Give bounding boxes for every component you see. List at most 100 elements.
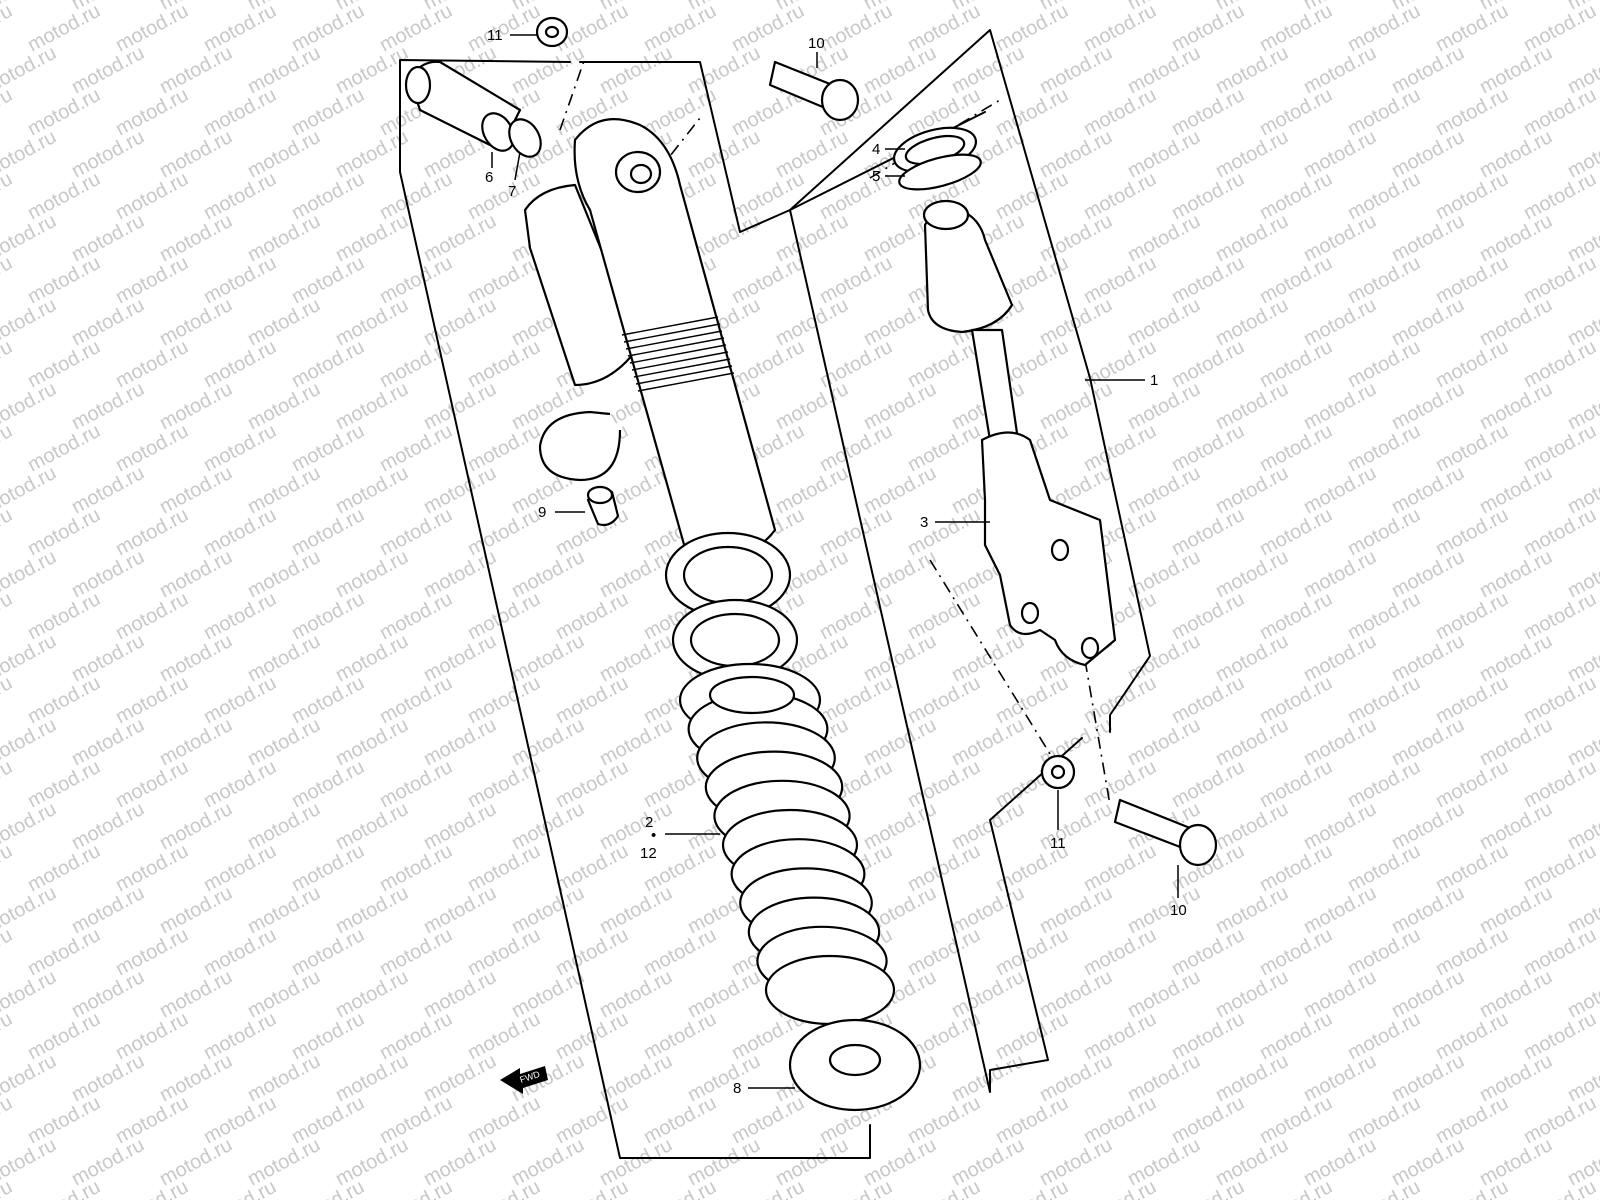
watermark-text: motod.ru bbox=[1124, 210, 1204, 266]
watermark-text: motod.ru bbox=[1520, 840, 1600, 896]
callout-10-bottom: 10 bbox=[1170, 902, 1187, 919]
watermark-text: motod.ru bbox=[1168, 1092, 1248, 1148]
watermark-text: motod.ru bbox=[1256, 420, 1336, 476]
center-lines bbox=[559, 57, 1111, 806]
watermark-text: motod.ru bbox=[904, 924, 984, 980]
watermark-text: motod.ru bbox=[904, 1092, 984, 1148]
watermark-text: motod.ru bbox=[24, 0, 104, 56]
watermark-text: motod.ru bbox=[1212, 966, 1292, 1022]
watermark-text: motod.ru bbox=[992, 1176, 1072, 1200]
watermark-text: motod.ru bbox=[156, 126, 236, 182]
watermark-text: motod.ru bbox=[508, 714, 588, 770]
watermark-text: motod.ru bbox=[1388, 1050, 1468, 1106]
watermark-text: motod.ru bbox=[68, 966, 148, 1022]
watermark-text: motod.ru bbox=[1124, 294, 1204, 350]
watermark-text: motod.ru bbox=[200, 504, 280, 560]
watermark-text: motod.ru bbox=[904, 336, 984, 392]
callout-6: 6 bbox=[485, 169, 493, 186]
watermark-text: motod.ru bbox=[860, 462, 940, 518]
watermark-text: motod.ru bbox=[728, 336, 808, 392]
watermark-text: motod.ru bbox=[948, 1134, 1028, 1190]
watermark-text: motod.ru bbox=[244, 630, 324, 686]
watermark-text: motod.ru bbox=[1256, 1092, 1336, 1148]
watermark-text: motod.ru bbox=[1476, 546, 1556, 602]
watermark-text: motod.ru bbox=[1080, 1176, 1160, 1200]
watermark-text: motod.ru bbox=[244, 882, 324, 938]
watermark-text: motod.ru bbox=[1344, 84, 1424, 140]
watermark-text: motod.ru bbox=[376, 672, 456, 728]
watermark-text: motod.ru bbox=[1256, 252, 1336, 308]
watermark-text: motod.ru bbox=[948, 714, 1028, 770]
watermark-text: motod.ru bbox=[1080, 0, 1160, 56]
watermark-text: motod.ru bbox=[464, 336, 544, 392]
watermark-text: motod.ru bbox=[1300, 462, 1380, 518]
watermark-text: motod.ru bbox=[1080, 924, 1160, 980]
callout-3: 3 bbox=[920, 514, 928, 531]
watermark-text: motod.ru bbox=[1388, 294, 1468, 350]
body-threads bbox=[621, 316, 735, 392]
watermark-text: motod.ru bbox=[376, 336, 456, 392]
watermark-text: motod.ru bbox=[816, 672, 896, 728]
watermark-text: motod.ru bbox=[464, 252, 544, 308]
watermark-text: motod.ru bbox=[244, 42, 324, 98]
watermark-text: motod.ru bbox=[0, 252, 16, 308]
watermark-text: motod.ru bbox=[860, 42, 940, 98]
spring-adjuster-nuts bbox=[664, 531, 799, 682]
watermark-text: motod.ru bbox=[1212, 1134, 1292, 1190]
watermark-text: motod.ru bbox=[112, 924, 192, 980]
watermark-text: motod.ru bbox=[464, 1008, 544, 1064]
watermark-text: motod.ru bbox=[1520, 84, 1600, 140]
watermark-text: motod.ru bbox=[1476, 630, 1556, 686]
watermark-text: motod.ru bbox=[68, 714, 148, 770]
watermark-text: motod.ru bbox=[1476, 126, 1556, 182]
watermark-text: motod.ru bbox=[1432, 420, 1512, 476]
watermark-text: motod.ru bbox=[0, 588, 16, 644]
watermark-text: motod.ru bbox=[904, 504, 984, 560]
watermark-text: motod.ru bbox=[1256, 504, 1336, 560]
watermark-text: motod.ru bbox=[376, 1176, 456, 1200]
watermark-text: motod.ru bbox=[1476, 294, 1556, 350]
watermark-text: motod.ru bbox=[552, 924, 632, 980]
watermark-text: motod.ru bbox=[552, 588, 632, 644]
watermark-text: motod.ru bbox=[508, 42, 588, 98]
watermark-text: motod.ru bbox=[1344, 420, 1424, 476]
shock-absorber-body bbox=[404, 60, 777, 562]
watermark-text: motod.ru bbox=[156, 714, 236, 770]
watermark-text: motod.ru bbox=[1476, 378, 1556, 434]
watermark-text: motod.ru bbox=[1300, 966, 1380, 1022]
watermark-text: motod.ru bbox=[596, 714, 676, 770]
watermark-text: motod.ru bbox=[464, 1176, 544, 1200]
watermark-text: motod.ru bbox=[772, 1134, 852, 1190]
watermark-text: motod.ru bbox=[1432, 1008, 1512, 1064]
watermark-text: motod.ru bbox=[156, 882, 236, 938]
watermark-text: motod.ru bbox=[112, 1176, 192, 1200]
callout-5: 5 bbox=[872, 168, 880, 185]
watermark-text: motod.ru bbox=[244, 1050, 324, 1106]
watermark-text: motod.ru bbox=[420, 1134, 500, 1190]
watermark-text: motod.ru bbox=[552, 840, 632, 896]
watermark-text: motod.ru bbox=[0, 336, 16, 392]
watermark-text: motod.ru bbox=[1344, 756, 1424, 812]
watermark-text: motod.ru bbox=[0, 462, 60, 518]
watermark-text: motod.ru bbox=[640, 0, 720, 56]
watermark-text: motod.ru bbox=[1344, 924, 1424, 980]
watermark-text: motod.ru bbox=[1212, 882, 1292, 938]
watermark-text: motod.ru bbox=[332, 1050, 412, 1106]
watermark-text: motod.ru bbox=[596, 42, 676, 98]
watermark-text: motod.ru bbox=[1036, 294, 1116, 350]
watermark-text: motod.ru bbox=[1520, 756, 1600, 812]
watermark-text: motod.ru bbox=[1432, 252, 1512, 308]
watermark-text: motod.ru bbox=[288, 336, 368, 392]
watermark-text: motod.ru bbox=[0, 546, 60, 602]
watermark-text: motod.ru bbox=[992, 924, 1072, 980]
watermark-text: motod.ru bbox=[24, 1176, 104, 1200]
watermark-text: motod.ru bbox=[288, 756, 368, 812]
watermark-text: motod.ru bbox=[68, 42, 148, 98]
watermark-text: motod.ru bbox=[376, 420, 456, 476]
watermark-text: motod.ru bbox=[24, 756, 104, 812]
watermark-text: motod.ru bbox=[420, 294, 500, 350]
watermark-text: motod.ru bbox=[376, 924, 456, 980]
watermark-text: motod.ru bbox=[1168, 420, 1248, 476]
watermark-text: motod.ru bbox=[420, 630, 500, 686]
watermark-text: motod.ru bbox=[24, 252, 104, 308]
